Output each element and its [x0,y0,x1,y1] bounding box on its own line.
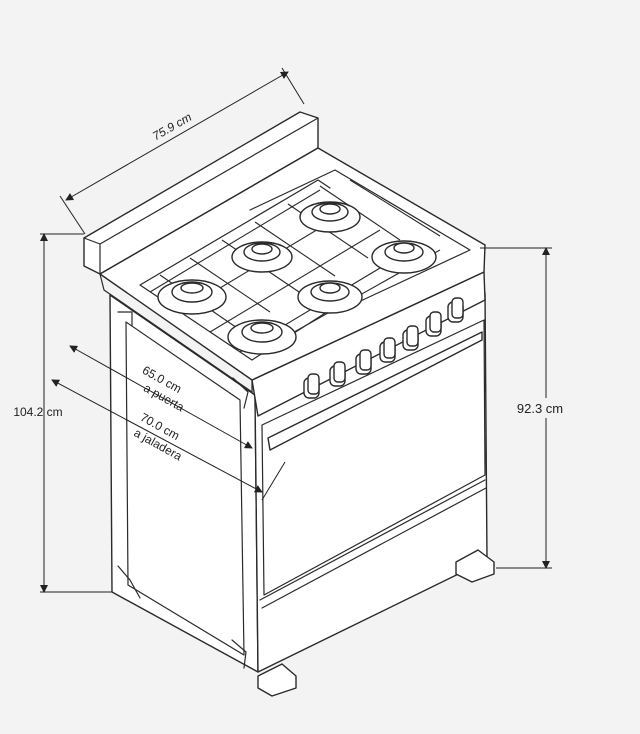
oven-door [261,319,486,596]
stove-foot-right [455,549,495,583]
storage-drawer [259,479,487,609]
burner-back [299,201,361,233]
total-height-label: 104.2 cm [13,405,62,419]
burner-front-center [227,319,297,355]
knob [303,373,320,399]
oven-handle [267,331,483,451]
burner-mid-right [297,280,363,314]
burners [157,201,437,355]
counter-height-dimension: 92.3 cm [480,247,572,569]
burner-mid-left [231,241,293,273]
knob [379,337,396,363]
width-label: 75.9 cm [150,110,194,143]
total-height-dimension: 104.2 cm [13,233,112,593]
burner-front-left [157,279,227,315]
knob [329,361,346,387]
side-panel-corner [117,565,247,669]
knob [447,297,464,323]
stove-foot-front [257,663,297,697]
control-knobs [303,297,464,399]
burner-back-right [371,240,437,274]
counter-height-label: 92.3 cm [517,401,563,416]
knob [425,311,442,337]
knob [402,325,419,351]
knob [355,349,372,375]
grate-right [249,169,471,306]
